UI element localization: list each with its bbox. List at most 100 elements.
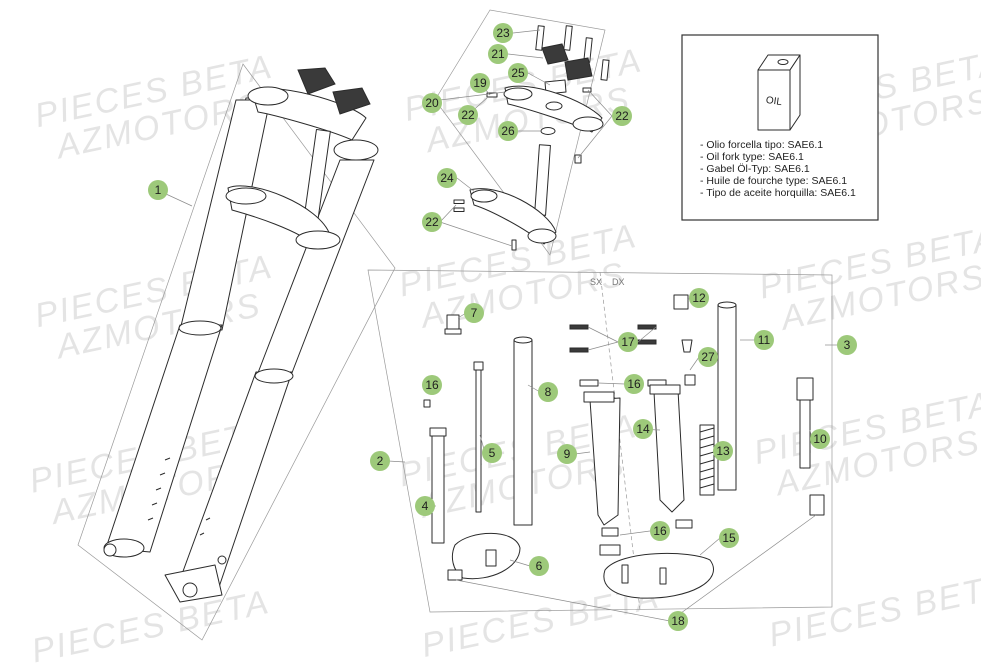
bottom-bushing — [447, 569, 463, 581]
callout-17: 17 — [618, 332, 638, 352]
callout-14: 14 — [633, 419, 653, 439]
stanchion-tube-right-top — [717, 301, 737, 309]
svg-text:25: 25 — [511, 66, 525, 80]
clamp-bolt — [535, 25, 545, 51]
handlebar-clamp-right — [332, 87, 371, 115]
inner-cartridge-left — [431, 427, 445, 544]
lower-bore-right — [527, 228, 557, 244]
fork-cap-base — [444, 328, 462, 335]
callout-15: 15 — [719, 528, 739, 548]
lower-leg-right-seal — [649, 384, 681, 395]
seal-ring — [637, 324, 657, 330]
svg-text:13: 13 — [716, 444, 730, 458]
watermark-text: PIECES BETA — [766, 567, 981, 655]
fork-spring — [699, 424, 715, 496]
oil-spec-line: - Gabel Öl-Typ: SAE6.1 — [700, 163, 810, 175]
callout-19: 19 — [470, 73, 490, 93]
stem-washer — [540, 127, 556, 135]
callout-20: 20 — [422, 93, 442, 113]
lower-leg-right-part — [653, 389, 685, 513]
seal-ring — [569, 347, 589, 353]
pinch-screw — [511, 239, 517, 251]
stem-nut-seat — [545, 101, 563, 111]
oil-can-side — [789, 54, 801, 131]
svg-text:27: 27 — [701, 350, 715, 364]
svg-text:2: 2 — [377, 454, 384, 468]
svg-text:16: 16 — [425, 378, 439, 392]
callout-5: 5 — [482, 443, 502, 463]
fork-cap-right — [673, 294, 689, 310]
callout-25: 25 — [508, 63, 528, 83]
oil-spec-line: - Tipo de aceite horquilla: SAE6.1 — [700, 187, 856, 199]
svg-text:22: 22 — [461, 108, 475, 122]
callout-24: 24 — [437, 168, 457, 188]
oil-spec-line: - Huile de fourche type: SAE6.1 — [700, 175, 847, 187]
callout-22: 22 — [612, 106, 632, 126]
callout-2: 2 — [370, 451, 390, 471]
seal-ring — [569, 324, 589, 330]
clamp-bolt — [600, 59, 610, 81]
svg-text:20: 20 — [425, 96, 439, 110]
cartridge-right-top — [796, 377, 814, 401]
svg-text:17: 17 — [621, 335, 635, 349]
svg-text:5: 5 — [489, 446, 496, 460]
pinch-screw — [574, 154, 582, 164]
left-dust-seal — [178, 320, 222, 336]
lower-clamp-right-bore — [295, 230, 341, 250]
steering-parts — [453, 25, 610, 251]
svg-text:10: 10 — [813, 432, 827, 446]
svg-text:23: 23 — [496, 26, 510, 40]
bushing — [601, 527, 619, 537]
steering-stem-part — [534, 144, 551, 216]
inner-cartridge-left-top — [429, 427, 447, 437]
oil-spec-line: - Olio forcella tipo: SAE6.1 — [700, 139, 823, 151]
upper-bore-left — [503, 87, 533, 101]
svg-text:8: 8 — [545, 385, 552, 399]
callout-18: 18 — [668, 611, 688, 631]
svg-text:1: 1 — [155, 183, 162, 197]
oil-spec-box: OIL - Olio forcella tipo: SAE6.1 - Oil f… — [681, 34, 879, 221]
sx-dx-divider — [599, 271, 641, 611]
pinch-screw — [582, 87, 592, 93]
upper-clamp-left-bore — [247, 86, 289, 106]
callout-26: 26 — [498, 121, 518, 141]
pinch-screw — [453, 199, 465, 204]
handlebar-clamp-upper — [541, 43, 569, 65]
leg-markings — [147, 457, 211, 536]
callout-7: 7 — [464, 303, 484, 323]
gasket-plate-right — [603, 553, 714, 599]
right-axle-hole — [182, 582, 198, 598]
callout-8: 8 — [538, 382, 558, 402]
gasket-bolt — [621, 564, 629, 584]
stanchion-tube-right — [717, 304, 737, 491]
callout-1: 1 — [148, 180, 168, 200]
left-axle-hole — [103, 543, 117, 557]
svg-text:21: 21 — [491, 47, 505, 61]
lower-leg-left-part — [589, 397, 621, 526]
bushing — [579, 379, 599, 387]
svg-text:7: 7 — [471, 306, 478, 320]
svg-text:6: 6 — [536, 559, 543, 573]
callout-3: 3 — [837, 335, 857, 355]
bushing — [599, 544, 621, 556]
svg-text:19: 19 — [473, 76, 487, 90]
callout-4: 4 — [415, 496, 435, 516]
fork-internals — [423, 294, 825, 599]
callout-27: 27 — [698, 347, 718, 367]
callout-22: 22 — [458, 105, 478, 125]
callout-11: 11 — [754, 330, 774, 350]
preload-adjuster — [681, 339, 693, 353]
stanchion-tube-left — [513, 339, 533, 526]
oil-can-cap — [777, 59, 789, 65]
callouts: 1 2 3 4 5 6 7 8 9 10 11 12 13 14 15 16 1… — [148, 23, 857, 631]
callout-16: 16 — [624, 374, 644, 394]
svg-text:14: 14 — [636, 422, 650, 436]
callout-23: 23 — [493, 23, 513, 43]
handlebar-clamp-upper — [564, 57, 593, 81]
complete-fork-assembly — [103, 67, 379, 603]
right-dust-seal — [254, 368, 294, 384]
caliper-mount — [217, 555, 227, 565]
callout-10: 10 — [810, 429, 830, 449]
svg-text:9: 9 — [564, 447, 571, 461]
